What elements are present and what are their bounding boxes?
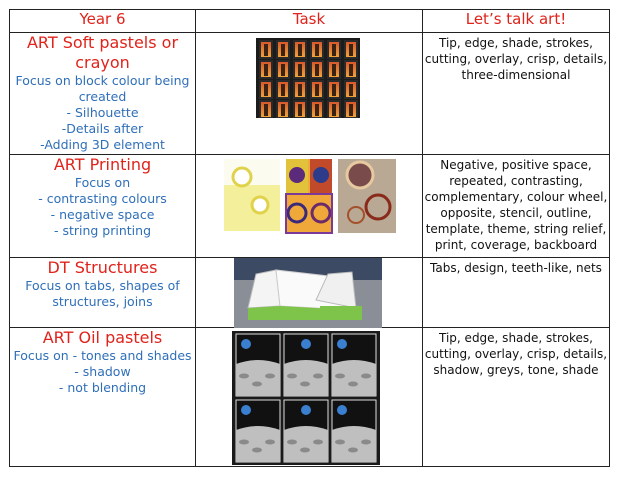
earth-icon: [241, 339, 251, 349]
crater: [361, 439, 371, 445]
crater: [300, 381, 310, 387]
subject-title: ART Soft pastels or crayon: [26, 33, 179, 72]
crater: [335, 373, 345, 379]
focus-note: - contrasting colours: [38, 191, 167, 206]
silhouette-trees-collage-icon: [256, 38, 360, 118]
collage-tile: [310, 40, 324, 59]
crater: [287, 373, 297, 379]
collage-tile: [310, 60, 324, 79]
moon-surface: [332, 426, 376, 462]
moon-surface: [332, 360, 376, 396]
subject-title: DT Structures: [47, 258, 158, 277]
table-row: ART Oil pastels Focus on - tones and sha…: [9, 327, 610, 467]
subject-cell: ART Oil pastels Focus on - tones and sha…: [9, 327, 196, 467]
crater: [287, 439, 297, 445]
earth-icon: [337, 339, 347, 349]
task-image-cell: [195, 154, 423, 258]
header-year: Year 6: [9, 9, 196, 33]
crater: [348, 381, 358, 387]
collage-tile: [327, 100, 341, 118]
table-row: ART Printing Focus on - contrasting colo…: [9, 154, 610, 258]
collage-tile: [259, 40, 273, 59]
collage-tile: [310, 100, 324, 118]
collage-tile: [276, 60, 290, 79]
crater: [361, 373, 371, 379]
crater: [239, 439, 249, 445]
collage-tile: [344, 60, 358, 79]
moon-surface: [236, 360, 280, 396]
vocab-cell: Tip, edge, shade, strokes, cutting, over…: [422, 32, 610, 155]
vocab-cell: Negative, positive space, repeated, cont…: [422, 154, 610, 258]
collage-tile: [293, 40, 307, 59]
focus-note: - Silhouette: [66, 105, 139, 120]
focus-note: - string printing: [53, 223, 152, 238]
crater: [265, 439, 275, 445]
crater: [265, 373, 275, 379]
header-talk-art: Let’s talk art!: [422, 9, 610, 33]
table-row: DT Structures Focus on tabs, shapes of s…: [9, 257, 610, 328]
moon-surface: [284, 426, 328, 462]
focus-note: Focus on: [74, 175, 131, 190]
subject-cell: ART Soft pastels or crayon Focus on bloc…: [9, 32, 196, 155]
crater: [252, 447, 262, 453]
collage-tile: [293, 80, 307, 99]
crater: [300, 447, 310, 453]
printing-samples-icon: [224, 159, 396, 234]
crater: [313, 373, 323, 379]
table-row: ART Soft pastels or crayon Focus on bloc…: [9, 32, 610, 155]
earth-icon: [241, 405, 251, 415]
moon-surface: [284, 360, 328, 396]
moonscape-panels-icon: [232, 331, 380, 465]
collage-tile: [293, 60, 307, 79]
collage-tile: [327, 40, 341, 59]
collage-tile: [310, 80, 324, 99]
vocab-cell: Tip, edge, shade, strokes, cutting, over…: [422, 327, 610, 467]
focus-note: - shadow: [74, 364, 131, 379]
collage-tile: [259, 60, 273, 79]
crater: [313, 439, 323, 445]
collage-tile: [344, 100, 358, 118]
subject-cell: ART Printing Focus on - contrasting colo…: [9, 154, 196, 258]
collage-tile: [259, 80, 273, 99]
crater: [335, 439, 345, 445]
collage-tile: [327, 60, 341, 79]
collage-tile: [276, 80, 290, 99]
paper-structure-model-icon: [234, 258, 382, 328]
subject-cell: DT Structures Focus on tabs, shapes of s…: [9, 257, 196, 328]
vocab-cell: Tabs, design, teeth-like, nets: [422, 257, 610, 328]
crater: [252, 381, 262, 387]
focus-note: Focus on tabs, shapes of structures, joi…: [25, 278, 180, 309]
focus-note: -Adding 3D element: [40, 137, 165, 152]
subject-title: ART Oil pastels: [42, 328, 163, 347]
task-image-cell: [195, 257, 423, 328]
moon-surface: [236, 426, 280, 462]
task-image-cell: [195, 327, 423, 467]
crater: [348, 447, 358, 453]
focus-note: - negative space: [50, 207, 155, 222]
focus-note: Focus on - tones and shades: [13, 348, 192, 363]
collage-tile: [276, 40, 290, 59]
collage-tile: [276, 100, 290, 118]
collage-tile: [344, 40, 358, 59]
focus-note: -Details after: [61, 121, 144, 136]
focus-note: - not blending: [58, 380, 147, 395]
crater: [239, 373, 249, 379]
earth-icon: [337, 405, 347, 415]
header-row: Year 6 Task Let’s talk art!: [9, 9, 610, 33]
task-image-cell: [195, 32, 423, 155]
subject-title: ART Printing: [53, 155, 152, 174]
earth-icon: [301, 405, 311, 415]
collage-tile: [293, 100, 307, 118]
art-curriculum-table: Year 6 Task Let’s talk art! ART Soft pas…: [9, 9, 610, 467]
collage-tile: [259, 100, 273, 118]
earth-icon: [301, 339, 311, 349]
collage-tile: [327, 80, 341, 99]
focus-note: Focus on block colour being created: [15, 73, 190, 104]
collage-tile: [344, 80, 358, 99]
header-task: Task: [195, 9, 423, 33]
